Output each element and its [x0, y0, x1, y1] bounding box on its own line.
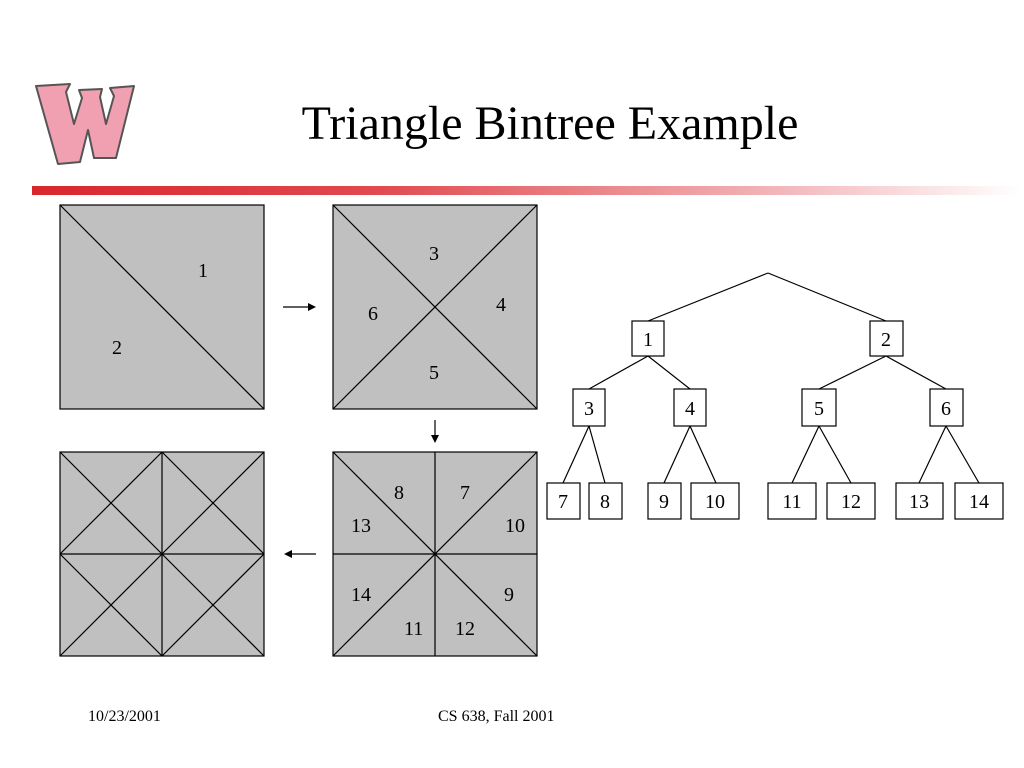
- panel-b-label-6: 6: [368, 303, 378, 325]
- svg-text:6: 6: [941, 398, 951, 420]
- tree-node-13: 13: [895, 482, 944, 520]
- tree-node-11: 11: [767, 482, 817, 520]
- svg-text:4: 4: [685, 398, 695, 420]
- panel-c-label-14: 14: [351, 584, 371, 606]
- tree-node-14: 14: [954, 482, 1004, 520]
- tree-node-2: 2: [869, 320, 904, 357]
- title-divider-rule: [32, 186, 1022, 195]
- footer-date: 10/23/2001: [88, 708, 161, 725]
- panel-level2: 3 4 5 6: [332, 204, 538, 410]
- tree-node-6: 6: [929, 388, 964, 427]
- panel-b-label-4: 4: [496, 294, 506, 316]
- tree-node-10: 10: [690, 482, 740, 520]
- svg-text:12: 12: [841, 491, 861, 513]
- panel-level3: 7 8 9 10 11 12 13 14: [332, 451, 538, 657]
- arrow-right: [283, 303, 316, 311]
- panel-level1: 1 2: [59, 204, 265, 410]
- bintree: 1 2 3 4 5 6 7 8: [546, 272, 1004, 520]
- logo-letter-w: [35, 83, 135, 165]
- tree-node-12: 12: [826, 482, 876, 520]
- arrow-left: [284, 550, 316, 558]
- panel-c-label-13: 13: [351, 515, 371, 537]
- tree-node-3: 3: [572, 388, 606, 427]
- footer-course: CS 638, Fall 2001: [438, 708, 555, 725]
- svg-text:13: 13: [909, 491, 929, 513]
- panel-level4: [59, 451, 265, 657]
- svg-text:2: 2: [881, 329, 891, 351]
- motion-w-logo: [35, 83, 135, 165]
- svg-text:1: 1: [643, 329, 653, 351]
- svg-text:9: 9: [659, 491, 669, 513]
- panel-a-label-2: 2: [112, 337, 122, 359]
- svg-text:8: 8: [600, 491, 610, 513]
- svg-text:10: 10: [705, 491, 725, 513]
- svg-text:3: 3: [584, 398, 594, 420]
- svg-text:14: 14: [969, 491, 989, 513]
- svg-text:11: 11: [782, 491, 801, 513]
- panel-c-label-7: 7: [460, 482, 470, 504]
- panel-b-label-3: 3: [429, 243, 439, 265]
- panel-c-label-9: 9: [504, 584, 514, 606]
- svg-text:7: 7: [558, 491, 568, 513]
- svg-text:5: 5: [814, 398, 824, 420]
- arrow-down: [431, 420, 439, 443]
- tree-node-1: 1: [631, 320, 665, 357]
- panel-c-label-10: 10: [505, 515, 525, 537]
- panel-b-label-5: 5: [429, 362, 439, 384]
- page-title: Triangle Bintree Example: [301, 97, 799, 150]
- panel-a-label-1: 1: [198, 260, 208, 282]
- panel-c-label-12: 12: [455, 618, 475, 640]
- panel-c-label-8: 8: [394, 482, 404, 504]
- tree-node-8: 8: [588, 482, 623, 520]
- tree-node-5: 5: [801, 388, 837, 427]
- panel-c-label-11: 11: [404, 618, 423, 640]
- tree-node-7: 7: [546, 482, 581, 520]
- tree-node-9: 9: [647, 482, 682, 520]
- tree-node-4: 4: [673, 388, 707, 427]
